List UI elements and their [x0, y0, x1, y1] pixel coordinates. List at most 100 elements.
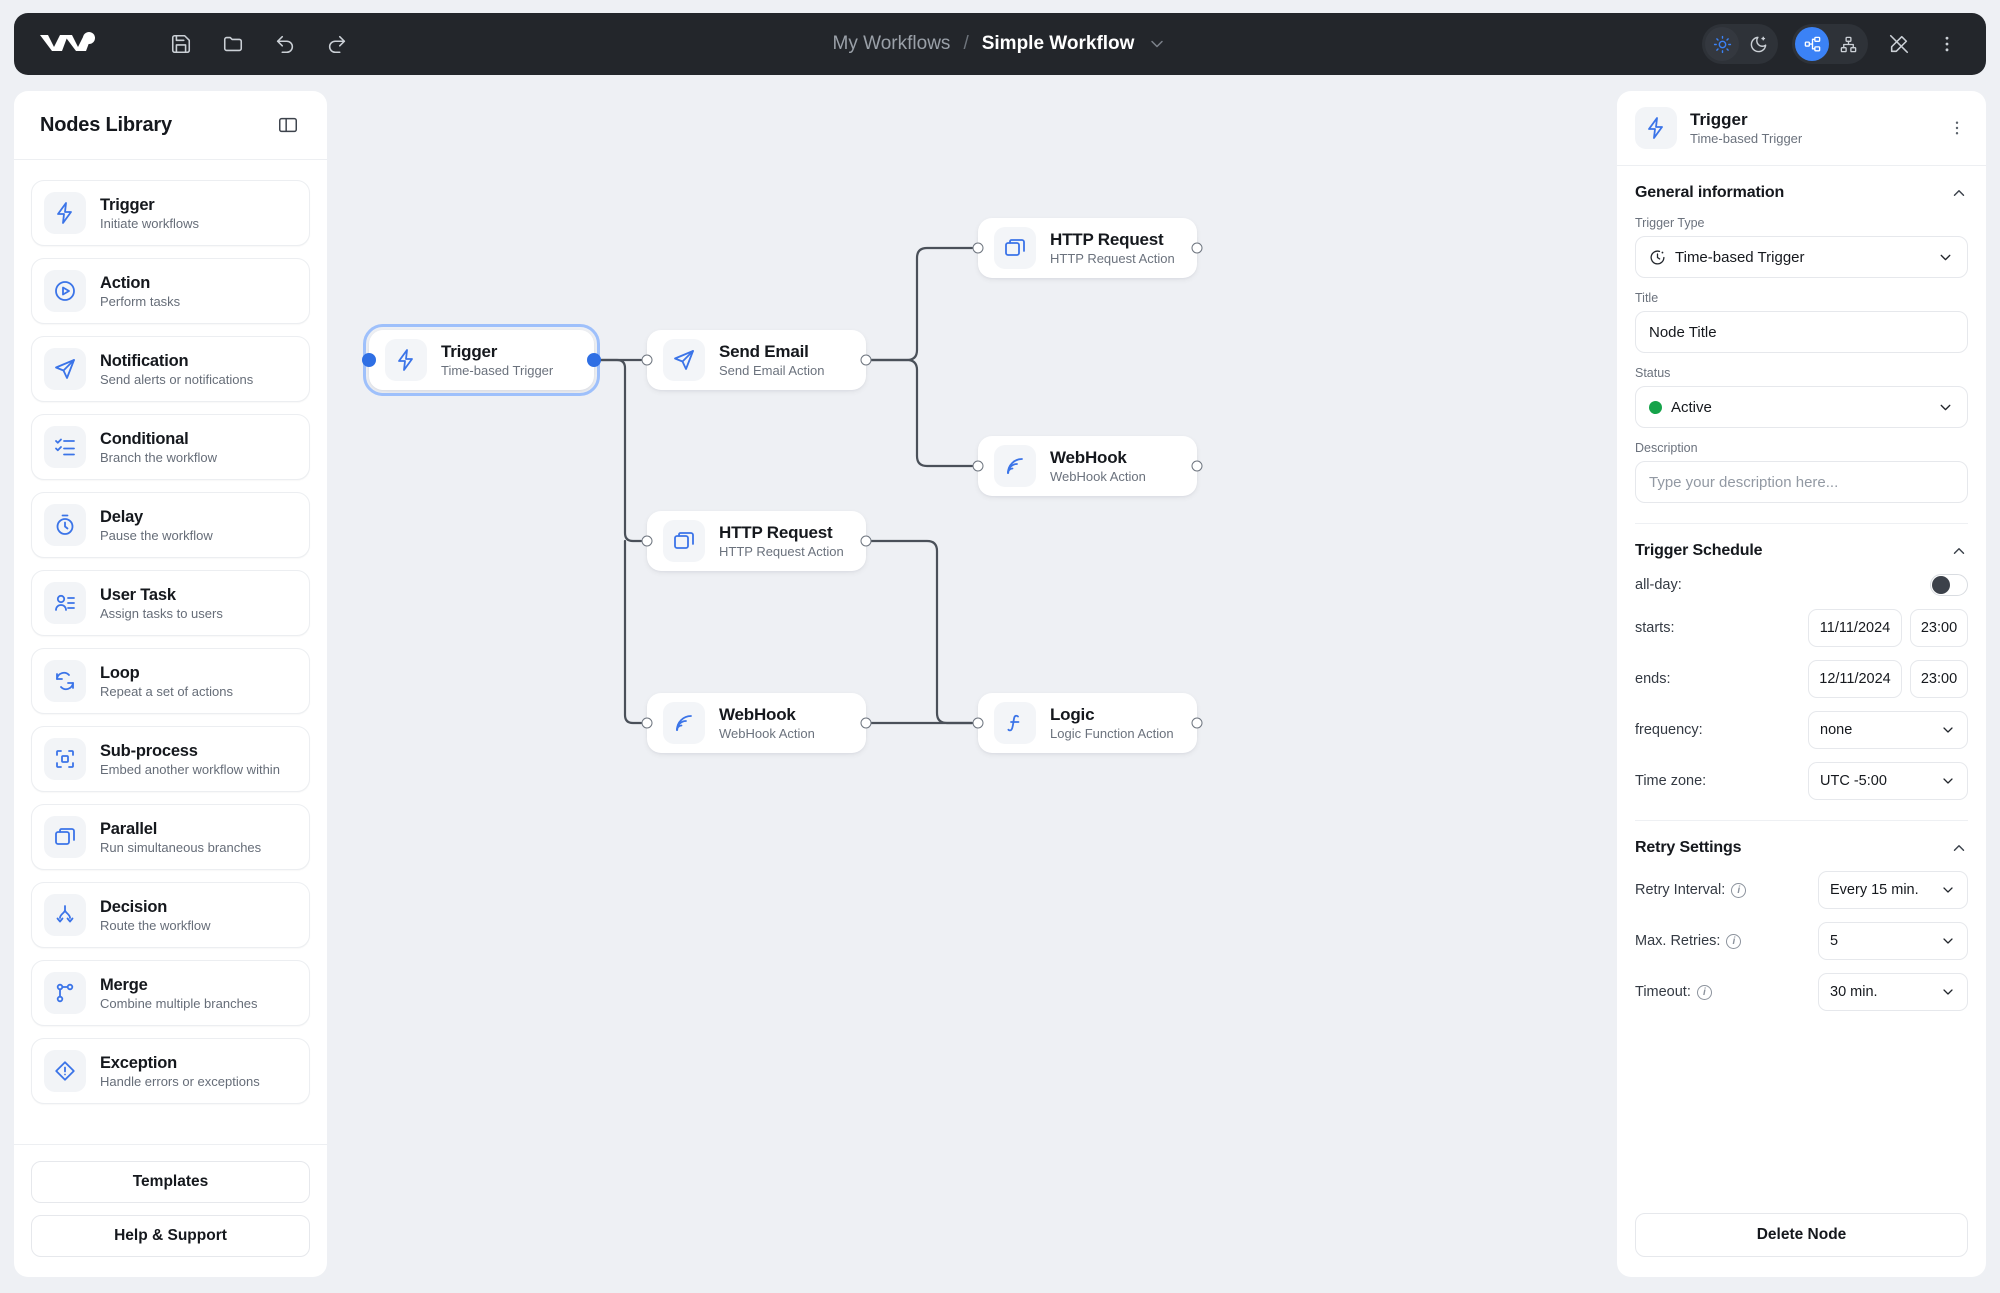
output-port[interactable] [860, 354, 872, 366]
info-icon[interactable]: i [1696, 984, 1712, 1000]
info-icon[interactable]: i [1726, 933, 1742, 949]
checklist-icon [44, 426, 86, 468]
section-general-title: General information [1635, 184, 1785, 201]
frequency-select[interactable]: none [1808, 711, 1968, 749]
breadcrumb-parent[interactable]: My Workflows [832, 33, 951, 54]
output-port[interactable] [1191, 717, 1203, 729]
title-input[interactable]: Node Title [1635, 311, 1968, 353]
delete-node-button[interactable]: Delete Node [1635, 1213, 1968, 1257]
input-port[interactable] [641, 354, 653, 366]
section-general-header[interactable]: General information [1635, 184, 1968, 202]
breadcrumb-separator: / [963, 33, 969, 54]
chevron-up-icon[interactable] [1950, 184, 1968, 202]
library-node-name: User Task [100, 585, 176, 604]
horizontal-layout-icon[interactable] [1795, 27, 1829, 61]
breadcrumb-current[interactable]: Simple Workflow [981, 33, 1135, 54]
ends-date-input[interactable]: 12/11/2024 [1808, 660, 1902, 698]
retry-interval-select[interactable]: Every 15 min. [1818, 871, 1968, 909]
input-port[interactable] [641, 535, 653, 547]
input-port[interactable] [362, 353, 376, 367]
undo-icon[interactable] [272, 31, 298, 57]
vertical-layout-icon[interactable] [1831, 27, 1865, 61]
redo-icon[interactable] [324, 31, 350, 57]
input-port[interactable] [972, 242, 984, 254]
magic-wand-icon[interactable] [1882, 27, 1916, 61]
description-input[interactable]: Type your description here... [1635, 461, 1968, 503]
output-port[interactable] [1191, 460, 1203, 472]
status-select[interactable]: Active [1635, 386, 1968, 428]
section-schedule-header[interactable]: Trigger Schedule [1635, 542, 1968, 560]
timezone-select[interactable]: UTC -5:00 [1808, 762, 1968, 800]
input-port[interactable] [972, 460, 984, 472]
input-port[interactable] [641, 717, 653, 729]
timeout-value: 30 min. [1830, 984, 1878, 1000]
loop-icon [44, 660, 86, 702]
chevron-up-icon[interactable] [1950, 542, 1968, 560]
sidebar-footer: Templates Help & Support [14, 1144, 327, 1277]
light-mode-icon[interactable] [1705, 27, 1739, 61]
library-node-desc: Initiate workflows [100, 215, 199, 231]
output-port[interactable] [587, 353, 601, 367]
library-node-name: Decision [100, 897, 168, 916]
info-icon[interactable]: i [1731, 882, 1747, 898]
templates-button[interactable]: Templates [31, 1161, 310, 1203]
edge-email-hook1 [869, 358, 974, 468]
output-port[interactable] [860, 535, 872, 547]
chevron-down-icon[interactable] [1147, 34, 1167, 54]
open-folder-icon[interactable] [220, 31, 246, 57]
more-vertical-icon[interactable] [1946, 117, 1968, 139]
max-retries-select[interactable]: 5 [1818, 922, 1968, 960]
chevron-down-icon [1937, 399, 1954, 416]
ends-time-input[interactable]: 23:00 [1910, 660, 1968, 698]
chevron-up-icon[interactable] [1950, 839, 1968, 857]
input-port[interactable] [972, 717, 984, 729]
canvas-node-subtitle: HTTP Request Action [1050, 251, 1175, 266]
help-support-button[interactable]: Help & Support [31, 1215, 310, 1257]
save-icon[interactable] [168, 31, 194, 57]
workflow-logo[interactable] [36, 27, 102, 61]
output-port[interactable] [1191, 242, 1203, 254]
timezone-label: Time zone: [1635, 773, 1707, 789]
section-retry-header[interactable]: Retry Settings [1635, 839, 1968, 857]
all-day-toggle[interactable] [1930, 574, 1968, 596]
starts-time-input[interactable]: 23:00 [1910, 609, 1968, 647]
max-retries-value: 5 [1830, 933, 1839, 949]
description-placeholder: Type your description here... [1649, 473, 1839, 491]
trigger-type-select[interactable]: Time-based Trigger [1635, 236, 1968, 278]
toggle-knob [1932, 576, 1950, 594]
more-vertical-icon[interactable] [1930, 27, 1964, 61]
library-node-desc: Combine multiple branches [100, 995, 258, 1011]
library-node-name: Merge [100, 975, 148, 994]
timeout-select[interactable]: 30 min. [1818, 973, 1968, 1011]
output-port[interactable] [860, 717, 872, 729]
dark-mode-icon[interactable] [1741, 27, 1775, 61]
starts-date-input[interactable]: 11/11/2024 [1808, 609, 1902, 647]
panel-collapse-icon[interactable] [277, 113, 301, 137]
